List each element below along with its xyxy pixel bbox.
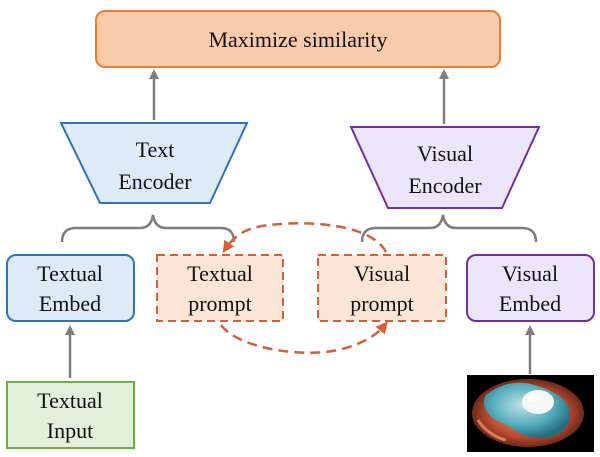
visual-encoder-line1: Visual xyxy=(417,141,473,166)
visual-encoder: Visual Encoder xyxy=(349,126,541,209)
text-encoder-line2: Encoder xyxy=(118,169,192,194)
visual-embed-line1: Visual xyxy=(502,261,558,286)
visual-prompt-line1: Visual xyxy=(354,261,410,286)
visual-to-textual-arrow xyxy=(222,222,388,253)
visual-embed-box: Visual Embed xyxy=(466,254,595,322)
visual-prompt-line2: prompt xyxy=(350,291,414,316)
textual-input-box: Textual Input xyxy=(6,381,135,449)
textual-input-line1: Textual xyxy=(37,388,103,413)
visual-encoder-line2: Encoder xyxy=(408,173,482,198)
endoscopy-image xyxy=(467,375,594,452)
visual-embed-line2: Embed xyxy=(499,291,561,316)
textual-prompt-line1: Textual xyxy=(187,261,253,286)
textual-input-line2: Input xyxy=(47,418,93,443)
textual-prompt-line2: prompt xyxy=(188,291,252,316)
text-encoder-line1: Text xyxy=(136,137,175,162)
textual-embed-box: Textual Embed xyxy=(6,254,135,322)
text-encoder: Text Encoder xyxy=(59,122,249,204)
text-brace xyxy=(60,214,236,243)
maximize-similarity-label: Maximize similarity xyxy=(208,27,387,52)
visual-brace xyxy=(360,214,538,243)
textual-to-visual-arrow xyxy=(219,321,388,354)
maximize-similarity-box: Maximize similarity xyxy=(95,10,501,68)
visual-prompt-box: Visual prompt xyxy=(317,254,447,322)
textual-prompt-box: Textual prompt xyxy=(156,254,284,322)
textual-embed-line2: Embed xyxy=(39,291,101,316)
textual-embed-line1: Textual xyxy=(37,261,103,286)
